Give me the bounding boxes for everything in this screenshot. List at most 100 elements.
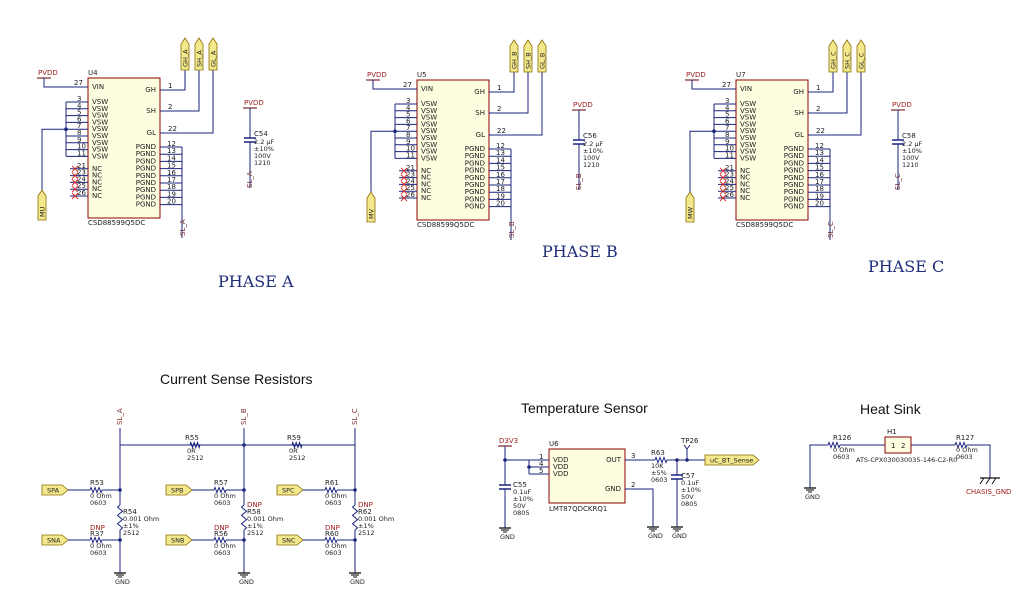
flag-label: SNA <box>47 537 61 545</box>
chassis-ground-symbol: CHASIS_GND <box>966 477 1011 496</box>
dnp-label: DNP <box>214 524 229 532</box>
pin-vsw: VSW <box>421 148 437 156</box>
net-label: SL_C <box>351 408 359 425</box>
pin-number: 11 <box>406 151 415 159</box>
pin-number: 12 <box>815 142 824 150</box>
pin-pgnd: PGND <box>136 157 156 165</box>
junction-dot <box>64 127 68 131</box>
resistor-refdes: R37 <box>90 530 104 538</box>
resistor-tolerance: ±1% <box>247 522 263 530</box>
ground-symbol: GND <box>647 519 663 540</box>
cap-value: 0.1uF <box>681 479 699 487</box>
resistor-symbol <box>116 504 124 531</box>
pin-nc: NC <box>92 192 102 200</box>
phase-label: PHASE B <box>542 242 618 261</box>
supply-symbol: PVDD <box>572 101 593 111</box>
pin-number: 22 <box>816 127 825 135</box>
pin-number: 15 <box>496 164 505 172</box>
pin-pgnd: PGND <box>465 203 485 211</box>
pin-number: 3 <box>406 97 410 105</box>
pin-nc: NC <box>421 180 431 188</box>
pin-number: 8 <box>77 129 81 137</box>
flag-label: SNC <box>282 537 296 545</box>
resistor-package: 0603 <box>90 499 107 507</box>
pin-pgnd: PGND <box>784 174 804 182</box>
net-flag-mv: MV <box>366 191 376 223</box>
cap-voltage: 100V <box>902 154 919 162</box>
pin-vin: VIN <box>740 85 752 93</box>
net-flag-snb: SNB <box>165 534 193 546</box>
cap-refdes: C55 <box>513 481 527 489</box>
pin-number: 1 <box>539 453 543 461</box>
resistor-tolerance: ±1% <box>123 522 139 530</box>
pin-gl: GL <box>795 131 804 139</box>
resistor-value: 0 Ohm <box>325 542 347 550</box>
resistor-value: 0 Ohm <box>214 542 236 550</box>
pin-pgnd: PGND <box>465 188 485 196</box>
pin-nc: NC <box>421 167 431 175</box>
pin-number: 17 <box>815 178 824 186</box>
resistor-symbol <box>240 504 248 531</box>
junction-dot <box>242 538 246 542</box>
cap-package: 1210 <box>583 161 600 169</box>
flag-label: GL_C <box>858 52 866 69</box>
pin-vsw: VSW <box>740 148 756 156</box>
pin-number: 25 <box>406 184 415 192</box>
pin-vsw: VSW <box>92 118 108 126</box>
junction-dot <box>393 129 397 133</box>
pin-number: 3 <box>77 95 81 103</box>
pin-number: 5 <box>77 109 81 117</box>
pin-vsw: VSW <box>421 134 437 142</box>
pin-number: 7 <box>77 122 81 130</box>
cap-value: 0.1uF <box>513 488 531 496</box>
ground-symbol: GND <box>114 565 130 586</box>
resistor-value: 0R <box>187 447 196 455</box>
pin-number: 8 <box>725 131 729 139</box>
net-flag-sh_a: SH_A <box>194 37 204 71</box>
ic-part-number: CSD88599Q5DC <box>736 221 793 229</box>
pin-number: 4 <box>539 460 544 468</box>
resistor-refdes: R54 <box>123 508 137 516</box>
resistor-package: 0603 <box>325 549 342 557</box>
pin-number: 24 <box>406 177 415 185</box>
pin-number: 21 <box>725 164 734 172</box>
resistor-refdes: R56 <box>214 530 228 538</box>
resistor-value: 0.001 Ohm <box>358 515 394 523</box>
pin-number: 25 <box>725 184 734 192</box>
pin-pgnd: PGND <box>784 159 804 167</box>
pin-number: 8 <box>406 131 410 139</box>
junction-dot <box>242 488 246 492</box>
pin-number: 12 <box>496 142 505 150</box>
flag-label: SPC <box>282 487 295 495</box>
power-stage-u4: U4CSD88599Q5DCVIN27PVDDVSW3VSW4VSW5VSW6V… <box>37 37 294 291</box>
net-flag-sh_c: SH_C <box>842 39 852 73</box>
net-flag-sna: SNA <box>41 534 69 546</box>
pin-nc: NC <box>421 174 431 182</box>
supply-symbol: PVDD <box>891 101 912 111</box>
resistor-refdes: R62 <box>358 508 372 516</box>
net-flag-sh_b: SH_B <box>523 39 533 73</box>
net-flag-mw: MW <box>685 191 695 223</box>
pin-nc: NC <box>740 174 750 182</box>
pin-pgnd: PGND <box>136 143 156 151</box>
pin-number: 26 <box>406 191 415 199</box>
cap-tolerance: ±10% <box>583 147 603 155</box>
flag-label: GH_A <box>182 49 190 67</box>
resistor-symbol <box>324 536 338 544</box>
ground-label: GND <box>500 533 515 541</box>
power-stage-u5: U5CSD88599Q5DCVIN27PVDDVSW3VSW4VSW5VSW6V… <box>366 39 618 261</box>
pin-vdd: VDD <box>553 456 569 464</box>
pin-number: 13 <box>167 147 176 155</box>
resistor-refdes: R63 <box>651 449 665 457</box>
flag-label: uC_BT_Sense <box>710 457 753 465</box>
pin-number: 27 <box>403 81 412 89</box>
heatsink-refdes: H1 <box>887 428 897 436</box>
net-flag-gh_c: GH_C <box>828 39 838 73</box>
pin-number: 5 <box>725 111 729 119</box>
pin-number: 1 <box>891 442 895 450</box>
pin-number: 1 <box>497 84 501 92</box>
ic-body <box>735 79 809 221</box>
